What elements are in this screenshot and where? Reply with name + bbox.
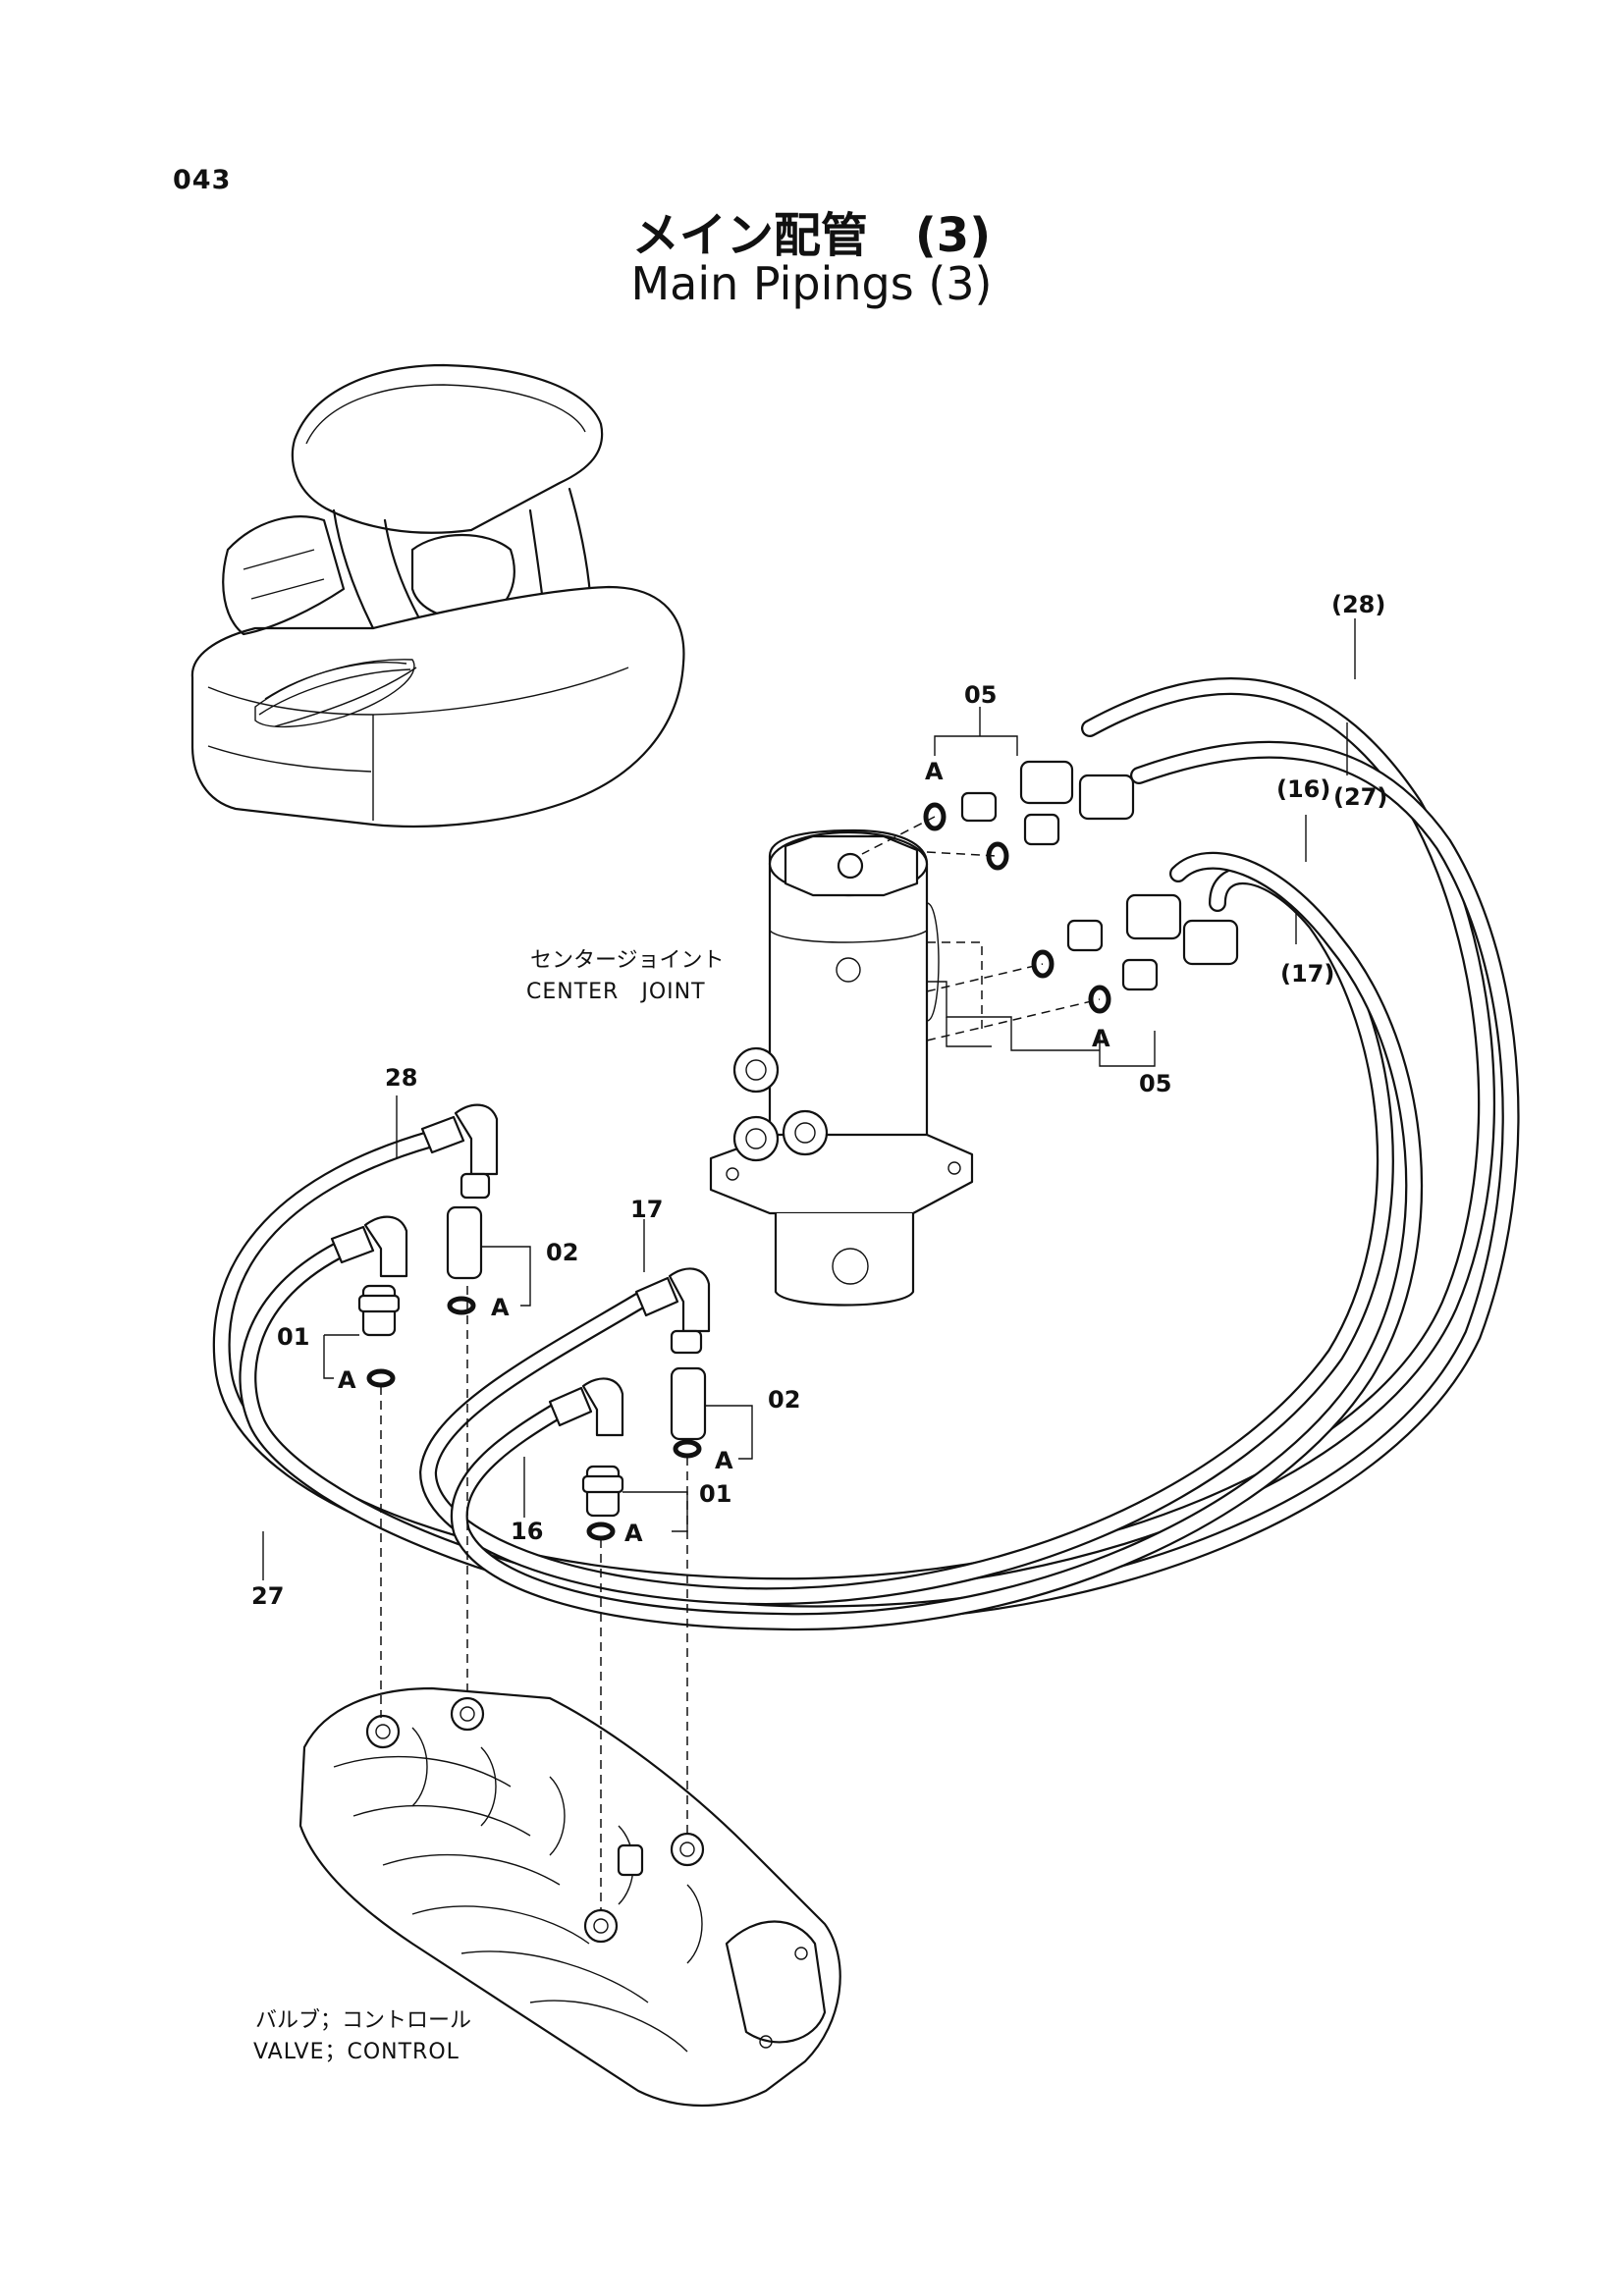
center-joint-label-en: CENTER JOINT (526, 980, 706, 1004)
callout-28: 28 (385, 1064, 418, 1092)
hose-icon (212, 677, 1520, 1631)
callout-a-top: A (925, 758, 944, 785)
excavator-icon (190, 363, 685, 828)
center-joint-icon (709, 828, 974, 1307)
callout-28-paren: (28) (1331, 591, 1386, 618)
o-ring-icon (366, 802, 1111, 1541)
control-valve-icon (298, 1686, 841, 2108)
callout-a-01-right: A (624, 1520, 643, 1547)
callout-01-right: 01 (699, 1480, 732, 1508)
page-title-en: Main Pipings (3) (630, 257, 993, 310)
callout-02-right: 02 (768, 1386, 801, 1414)
callout-16-paren: (16) (1276, 775, 1331, 803)
callout-a-02-left: A (491, 1294, 510, 1321)
page-number: 043 (173, 165, 232, 195)
callout-a-right: A (1092, 1025, 1110, 1052)
control-valve-label-jp: バルブ；コントロール (255, 2008, 472, 2033)
callout-27-paren: (27) (1333, 783, 1388, 811)
page-title-jp: メイン配管 (3) (631, 208, 992, 263)
callout-16: 16 (511, 1518, 544, 1545)
callout-05-top: 05 (964, 681, 998, 709)
control-valve-label-en: VALVE；CONTROL (253, 2040, 460, 2064)
callout-a-01-left: A (338, 1366, 356, 1394)
callout-01-left: 01 (277, 1323, 310, 1351)
callout-27: 27 (251, 1582, 285, 1610)
fitting-icon (960, 760, 1239, 991)
callout-a-02-right: A (715, 1447, 733, 1474)
fitting-icon (330, 1103, 711, 1518)
callout-17: 17 (630, 1196, 664, 1223)
callout-05-bottom: 05 (1139, 1070, 1172, 1097)
callout-17-paren: (17) (1280, 960, 1335, 988)
center-joint-label-jp: センタージョイント (530, 948, 725, 973)
callout-02-left: 02 (546, 1239, 579, 1266)
